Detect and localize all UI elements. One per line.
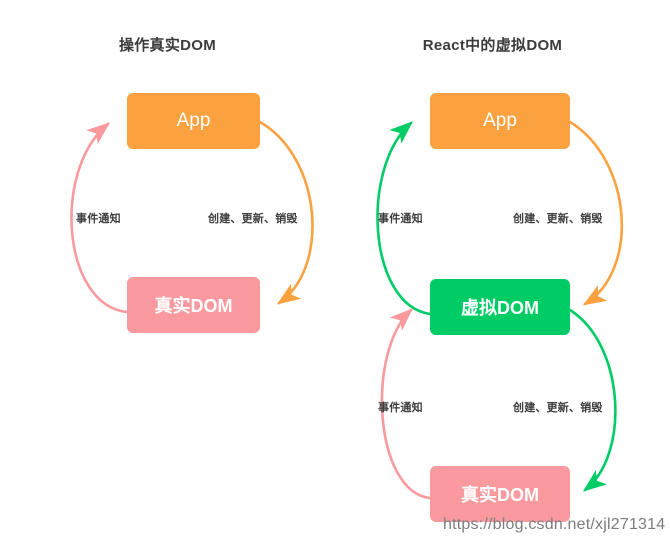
left-diagram-title: 操作真实DOM [118,37,217,54]
edge-label-right-lower-create-update-destroy: 创建、更新、销毁 [513,402,603,414]
node-real-dom-right[interactable]: 真实DOM [430,466,570,522]
edge-label-left-event-notify: 事件通知 [76,213,121,225]
right-diagram-title: React中的虚拟DOM [422,37,563,54]
node-app-left[interactable]: App [127,93,260,149]
node-app-right[interactable]: App [430,93,570,149]
node-virtual-dom-right[interactable]: 虚拟DOM [430,279,570,335]
node-real-dom-left[interactable]: 真实DOM [127,277,260,333]
watermark-url: https://blog.csdn.net/xjl271314 [443,516,666,533]
edge-label-right-upper-event-notify: 事件通知 [378,213,423,225]
edge-label-left-create-update-destroy: 创建、更新、销毁 [208,213,298,225]
edge-label-right-upper-create-update-destroy: 创建、更新、销毁 [513,213,603,225]
edge-label-right-lower-event-notify: 事件通知 [378,402,423,414]
